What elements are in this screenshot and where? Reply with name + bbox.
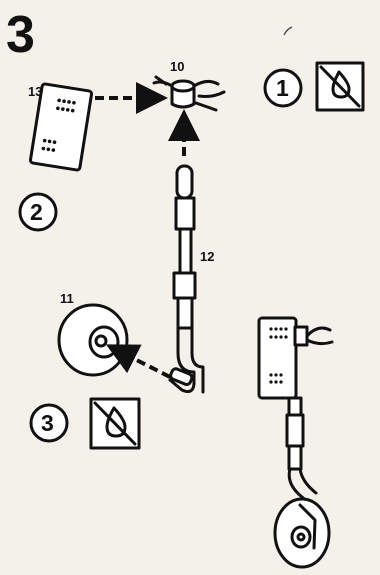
part-11-wheel: [57, 303, 129, 377]
callout-12: 12: [200, 249, 214, 264]
pencil-mark: [283, 26, 293, 36]
substep-1-label: 1: [276, 75, 289, 101]
part-13-plate: [28, 82, 94, 172]
callout-11: 11: [60, 291, 74, 306]
assembled-caster: [257, 316, 334, 569]
substep-1-circle: [263, 68, 303, 108]
callout-10: 10: [170, 59, 184, 74]
no-oil-icon: [89, 397, 141, 450]
callout-13: 13: [28, 84, 42, 99]
no-oil-icon: [315, 61, 365, 112]
step-number: 3: [6, 6, 35, 64]
part-12-leg: [168, 164, 205, 394]
arrow-12-to-11: [105, 344, 171, 379]
substep-3-label: 3: [41, 410, 54, 436]
substep-2-label: 2: [30, 199, 43, 225]
substep-2-circle: [18, 192, 58, 232]
substep-3-circle: [29, 403, 69, 443]
part-10-hub: [152, 75, 226, 112]
